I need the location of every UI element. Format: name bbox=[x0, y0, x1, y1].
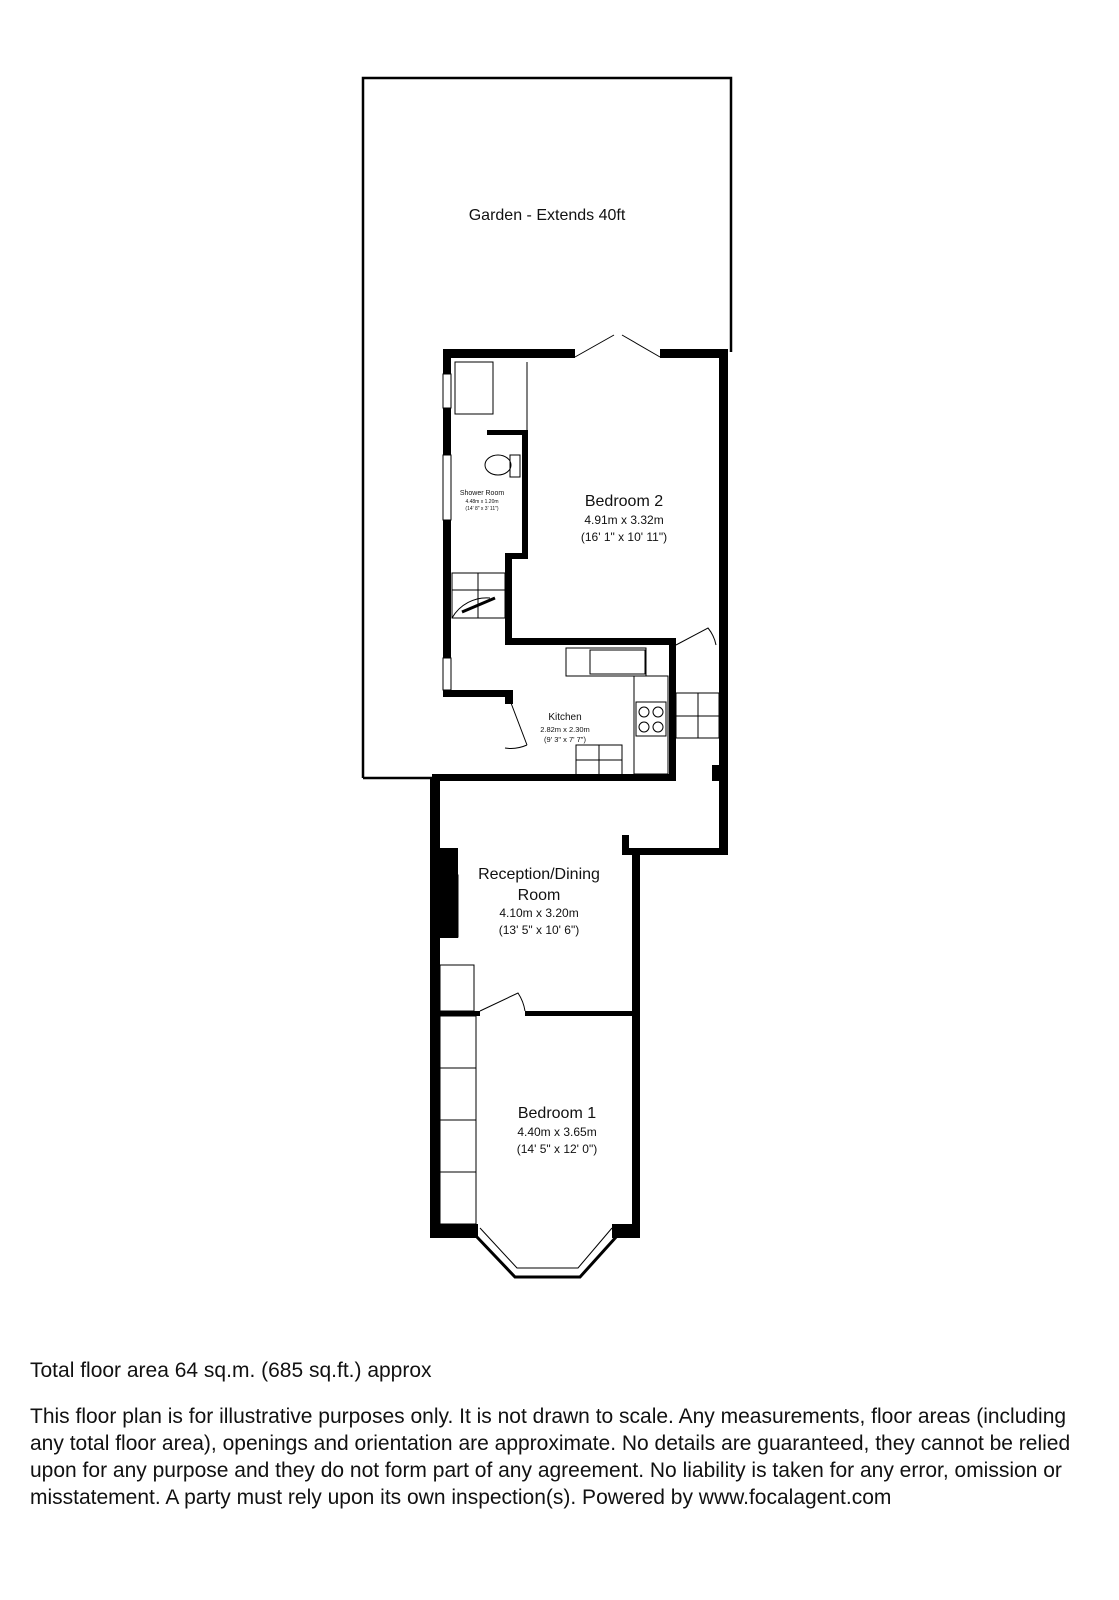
bedroom1-metric: 4.40m x 3.65m bbox=[517, 1125, 596, 1139]
shower-room-imperial: (14' 8" x 3' 11") bbox=[465, 506, 498, 512]
reception-metric: 4.10m x 3.20m bbox=[499, 906, 578, 920]
kitchen-label: Kitchen bbox=[548, 712, 581, 723]
bedroom2-imperial: (16' 1" x 10' 11") bbox=[581, 530, 667, 544]
reception-label: Reception/Dining bbox=[478, 866, 600, 883]
toilet-icon bbox=[484, 454, 512, 476]
reception-label-line2: Room bbox=[518, 887, 561, 904]
garden-label: Garden - Extends 40ft bbox=[469, 207, 626, 224]
cupboard bbox=[439, 874, 459, 938]
total-floor-area: Total floor area 64 sq.m. (685 sq.ft.) a… bbox=[30, 1359, 432, 1382]
kitchen-metric: 2.82m x 2.30m bbox=[540, 725, 590, 734]
shower-room-label: Shower Room bbox=[460, 490, 505, 497]
floor-plan: Garden - Extends 40ft Bedroom 2 4.91m x … bbox=[361, 76, 733, 1279]
bedroom1-label: Bedroom 1 bbox=[518, 1105, 596, 1122]
bedroom2-metric: 4.91m x 3.32m bbox=[584, 513, 663, 527]
walls bbox=[430, 349, 728, 1238]
window bbox=[442, 657, 452, 691]
window bbox=[439, 774, 493, 781]
reception-imperial: (13' 5" x 10' 6") bbox=[499, 923, 579, 937]
bedroom1-imperial: (14' 5" x 12' 0") bbox=[517, 1142, 597, 1156]
fixtures bbox=[439, 334, 720, 1225]
kitchen-imperial: (9' 3" x 7' 7") bbox=[544, 735, 586, 744]
shower-room-metric: 4.48m x 1.20m bbox=[465, 499, 498, 505]
bedroom2-label: Bedroom 2 bbox=[585, 493, 663, 510]
garden-outline bbox=[361, 76, 733, 780]
disclaimer: This floor plan is for illustrative purp… bbox=[30, 1405, 1071, 1509]
hob-icon bbox=[635, 701, 667, 737]
bay-window bbox=[474, 1227, 619, 1279]
cupboard bbox=[439, 964, 475, 1012]
window bbox=[442, 454, 452, 521]
shower-tray-icon bbox=[454, 361, 494, 415]
sink-icon bbox=[565, 647, 647, 677]
window bbox=[442, 373, 452, 409]
